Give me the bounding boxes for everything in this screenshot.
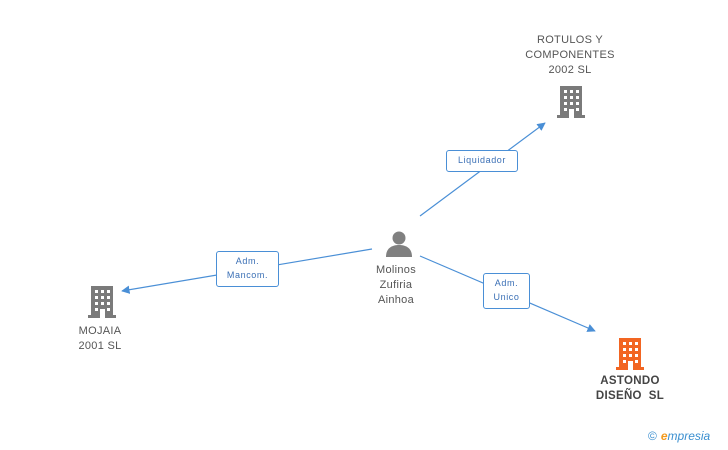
- label-line: 2002 SL: [548, 64, 592, 76]
- relation-adm-unico-badge[interactable]: Adm. Unico: [483, 273, 530, 309]
- label-line: DISEÑO SL: [595, 390, 665, 402]
- label-line: Molinos: [375, 264, 416, 276]
- company-astondo-label[interactable]: ASTONDO DISEÑO SL: [570, 374, 690, 404]
- relation-liquidador-badge[interactable]: Liquidador: [446, 150, 518, 172]
- company-mojaia-label[interactable]: MOJAIA 2001 SL: [50, 324, 150, 354]
- relation-label: Mancom.: [226, 270, 269, 280]
- building-icon[interactable]: [556, 84, 586, 118]
- relation-label: Unico: [493, 292, 520, 302]
- copyright-symbol: ©: [648, 429, 657, 443]
- relation-label: Liquidador: [457, 155, 507, 165]
- building-highlight-icon[interactable]: [615, 336, 645, 370]
- label-line: ROTULOS Y: [536, 34, 604, 46]
- brand-name: mpresia: [667, 429, 711, 443]
- relation-adm-mancom-badge[interactable]: Adm. Mancom.: [216, 251, 279, 287]
- label-line: COMPONENTES: [525, 49, 615, 61]
- label-line: MOJAIA: [78, 325, 122, 337]
- label-line: Zufiria: [379, 279, 413, 291]
- brand-e: e: [660, 429, 668, 443]
- person-icon[interactable]: [384, 229, 414, 259]
- label-line: Ainhoa: [377, 294, 415, 306]
- company-rotulos-label[interactable]: ROTULOS Y COMPONENTES 2002 SL: [500, 33, 640, 78]
- person-molinos-label[interactable]: Molinos Zufiria Ainhoa: [346, 263, 446, 308]
- label-line: ASTONDO: [600, 375, 660, 387]
- building-icon[interactable]: [87, 284, 117, 318]
- relation-label: Adm.: [494, 278, 519, 288]
- relation-label: Adm.: [235, 256, 260, 266]
- brand-logo: ©empresia: [648, 429, 710, 443]
- label-line: 2001 SL: [78, 340, 122, 352]
